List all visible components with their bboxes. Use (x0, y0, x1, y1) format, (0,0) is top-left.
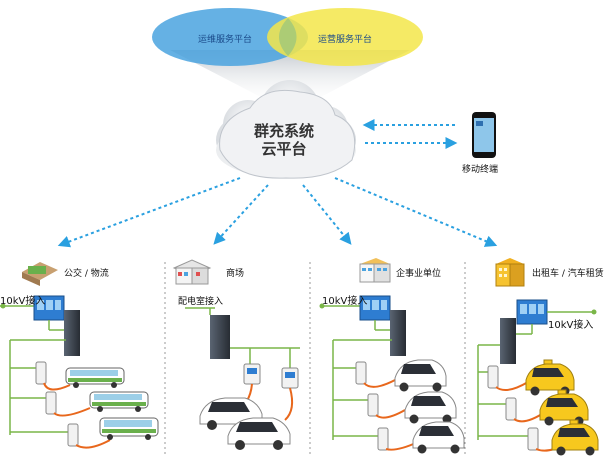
venn-right-ellipse (267, 8, 423, 66)
site-4-title: 出租车 / 汽车租赁 (532, 269, 604, 279)
transformer-box (516, 299, 548, 325)
arrow-to-site-3 (302, 184, 352, 245)
cloud-title-line1: 群充系统 (253, 122, 314, 140)
charging-cabinet (500, 318, 516, 364)
site-3-access: 10kV接入 (322, 296, 368, 307)
charging-cabinet (390, 310, 406, 356)
venn-left-ellipse (152, 8, 308, 66)
bus-depot-icon (22, 262, 58, 286)
arrow-to-site-1 (57, 177, 241, 248)
bus-icon (65, 367, 125, 388)
venn-overlap (279, 18, 297, 56)
phone-icon (472, 112, 496, 158)
venn-right-label: 运营服务平台 (318, 35, 373, 45)
site-1-group (0, 262, 159, 449)
site-3-group (319, 258, 465, 454)
taxi-icon (525, 359, 575, 396)
taxi-icon (551, 419, 599, 456)
wall-charger (243, 363, 261, 385)
car-icon (404, 391, 457, 424)
charging-cabinet (64, 310, 80, 356)
cloud-title: 群充系统 云平台 (224, 122, 344, 158)
site-4-access: 10kV接入 (548, 320, 594, 331)
cloud-icon (216, 80, 356, 179)
bus-icon (99, 417, 159, 440)
mall-building-icon (172, 259, 212, 285)
site-4-group (477, 258, 599, 456)
charging-cabinet (210, 315, 230, 359)
arrow-to-site-4 (334, 177, 498, 247)
site-1-access: 10kV接入 (0, 296, 46, 307)
car-icon (394, 359, 447, 392)
car-icon (227, 417, 291, 450)
taxi-icon (539, 389, 589, 426)
office-building-icon (359, 258, 391, 283)
venn-left-label: 运维服务平台 (198, 35, 253, 45)
mobile-label: 移动终端 (462, 165, 499, 175)
wall-charger (281, 367, 299, 389)
site-3-title: 企事业单位 (396, 269, 442, 279)
bus-icon (89, 391, 149, 412)
cloud-title-line2: 云平台 (261, 140, 307, 158)
taxi-building-icon (495, 258, 525, 287)
transformer-box (359, 295, 391, 321)
site-2-access: 配电室接入 (178, 297, 224, 307)
site-2-group (172, 259, 300, 450)
arrow-to-site-2 (213, 184, 269, 245)
car-icon (412, 421, 465, 454)
site-1-title: 公交 / 物流 (64, 269, 109, 279)
site-2-title: 商场 (226, 269, 245, 279)
transformer-box (33, 295, 65, 321)
